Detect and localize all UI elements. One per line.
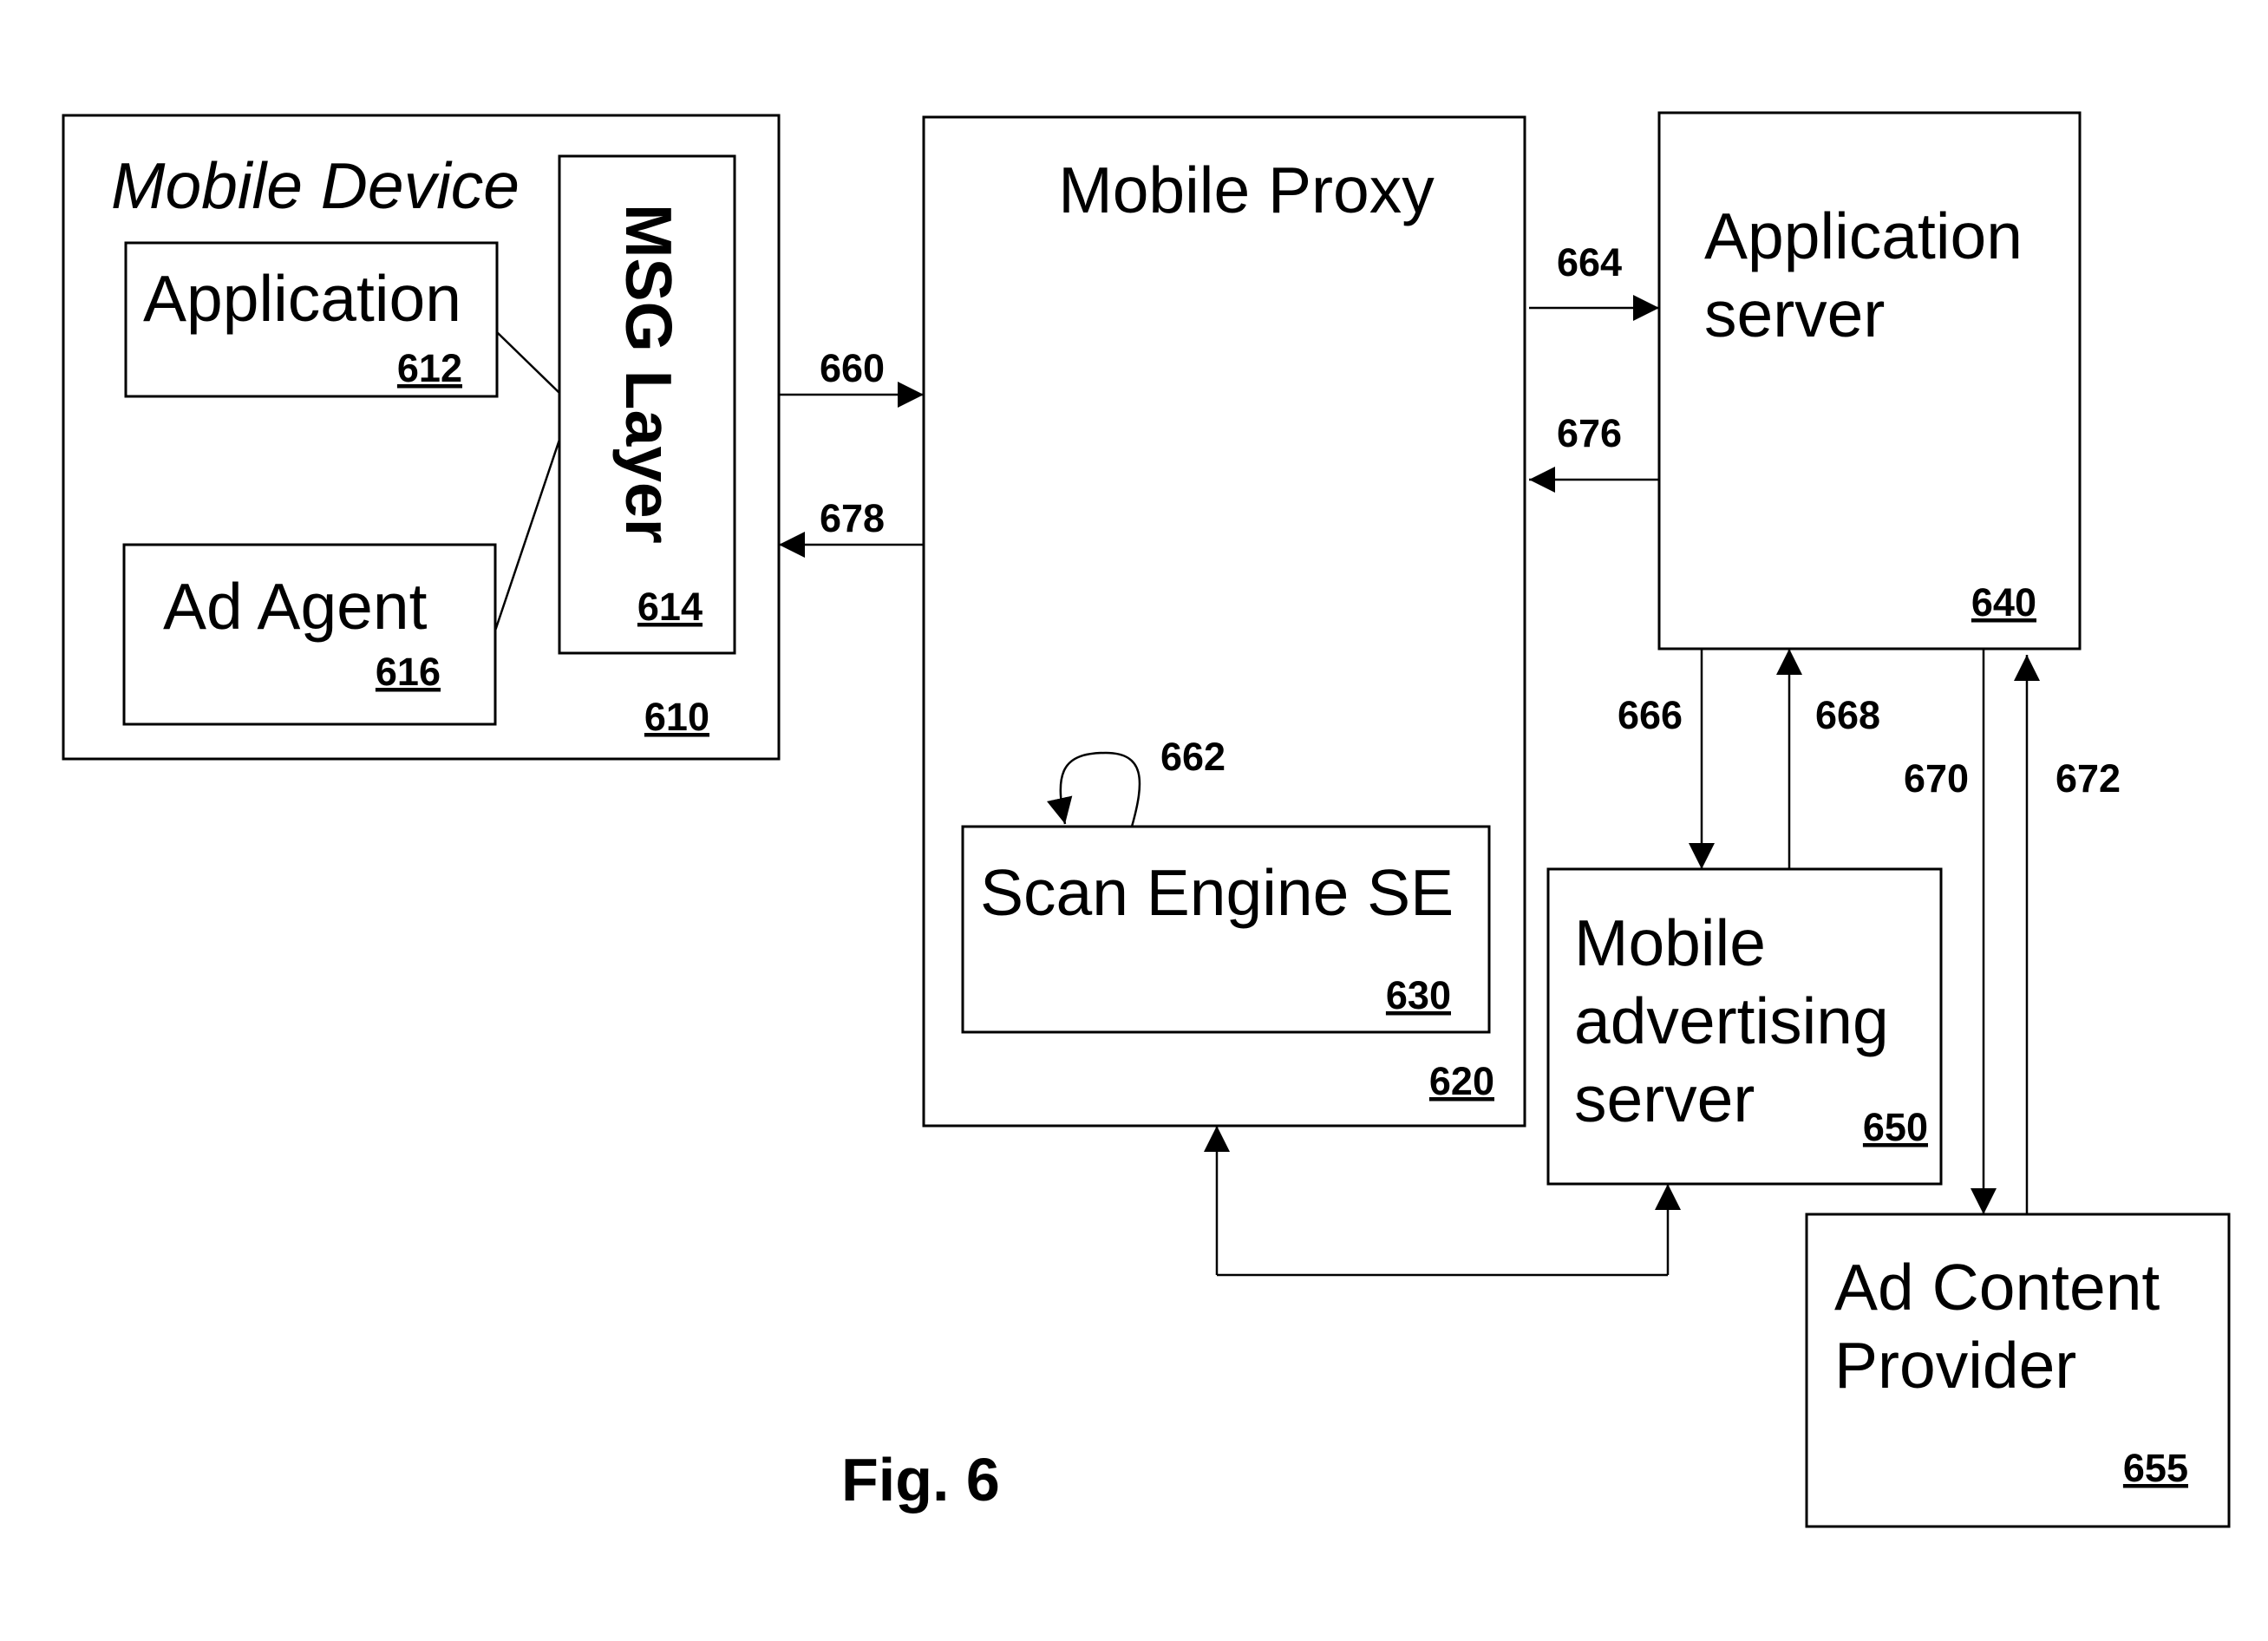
mobile-advertising-server-line1: Mobile — [1574, 906, 1766, 979]
arrow-label-664: 664 — [1557, 240, 1622, 284]
msg-layer-ref: 614 — [637, 585, 703, 629]
arrow-label-662: 662 — [1160, 735, 1226, 779]
ad-content-provider-block: Ad Content Provider 655 — [1807, 1214, 2229, 1527]
application-label: Application — [143, 262, 461, 335]
arrow-label-668: 668 — [1815, 693, 1880, 737]
mobile-advertising-server-line2: advertising — [1574, 984, 1889, 1057]
ad-content-provider-line2: Provider — [1834, 1329, 2076, 1402]
arrow-label-666: 666 — [1618, 693, 1683, 737]
application-server-ref: 640 — [1971, 580, 2036, 624]
mobile-device-ref: 610 — [644, 695, 709, 739]
arrow-label-670: 670 — [1904, 756, 1969, 801]
msg-layer-label: MSG Layer — [612, 204, 685, 544]
application-ref: 612 — [397, 346, 462, 390]
scan-engine-ref: 630 — [1386, 973, 1451, 1017]
mobile-advertising-server-ref: 650 — [1863, 1105, 1928, 1149]
mobile-proxy-ref: 620 — [1429, 1059, 1494, 1103]
arrow-label-676: 676 — [1557, 411, 1622, 455]
scan-engine-block: Scan Engine SE 630 — [963, 827, 1489, 1032]
application-server-block: Application server 640 — [1659, 113, 2080, 649]
application-block: Application 612 — [126, 243, 497, 396]
mobile-device-title: Mobile Device — [111, 149, 520, 222]
ad-content-provider-ref: 655 — [2123, 1446, 2188, 1490]
scan-engine-label: Scan Engine SE — [980, 856, 1454, 929]
application-server-line2: server — [1704, 278, 1885, 350]
ad-agent-label: Ad Agent — [163, 570, 428, 643]
msg-layer-block: MSG Layer 614 — [559, 156, 735, 653]
ad-agent-block: Ad Agent 616 — [124, 545, 495, 724]
mobile-advertising-server-block: Mobile advertising server 650 — [1548, 869, 1941, 1184]
mobile-advertising-server-line3: server — [1574, 1062, 1755, 1135]
ad-agent-ref: 616 — [376, 650, 441, 694]
application-server-line1: Application — [1704, 199, 2023, 272]
arrow-label-672: 672 — [2056, 756, 2121, 801]
arrow-label-678: 678 — [820, 496, 885, 540]
arrow-label-660: 660 — [820, 346, 885, 390]
ad-content-provider-line1: Ad Content — [1834, 1251, 2160, 1324]
figure-caption: Fig. 6 — [841, 1446, 1000, 1514]
mobile-proxy-title: Mobile Proxy — [1058, 154, 1435, 226]
